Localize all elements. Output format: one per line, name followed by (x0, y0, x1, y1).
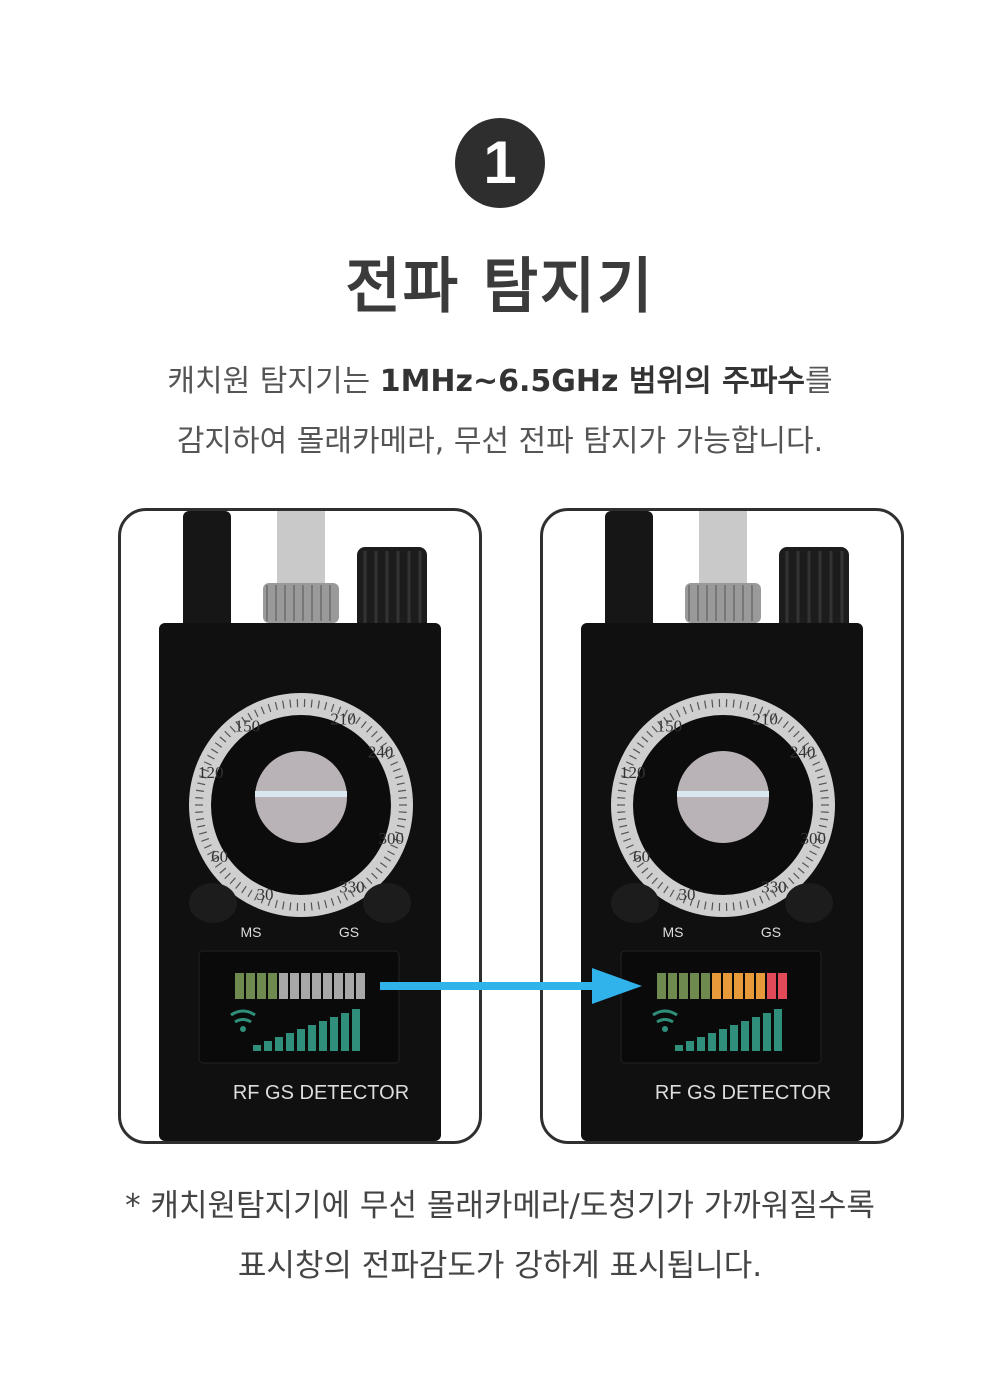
note-line-1: * 캐치원탐지기에 무선 몰래카메라/도청기가 가까워질수록 (125, 1188, 875, 1224)
signal-bar-segment (734, 973, 743, 999)
signal-bar-segment (723, 973, 732, 999)
note-line-2: 표시창의 전파감도가 강하게 표시됩니다. (237, 1248, 763, 1284)
step-number-badge: 1 (455, 118, 545, 208)
signal-bar-segment (279, 973, 288, 999)
ms-button-label: MS (241, 924, 262, 940)
signal-bar-segment (778, 973, 787, 999)
signal-bar-segment (668, 973, 677, 999)
signal-bar-segment (690, 973, 699, 999)
signal-bar-segment (257, 973, 266, 999)
signal-bar-segment (246, 973, 255, 999)
device-brand-label: RF GS DETECTOR (233, 1082, 409, 1104)
signal-bar-segment (301, 973, 310, 999)
signal-bar-segment (356, 973, 365, 999)
signal-bar-segment (334, 973, 343, 999)
dial-number: 240 (790, 742, 816, 761)
gs-button-label: GS (339, 924, 359, 940)
signal-bar-segment (745, 973, 754, 999)
signal-bar-segment (657, 973, 666, 999)
dial-number: 120 (198, 763, 224, 782)
dial-number: 120 (620, 763, 646, 782)
dial-number: 210 (752, 710, 778, 729)
description-line-1: 캐치원 탐지기는 1MHz~6.5GHz 범위의 주파수를 (167, 364, 833, 399)
dial-number: 210 (330, 710, 356, 729)
signal-bar-segment (756, 973, 765, 999)
dial-number: 30 (257, 885, 274, 904)
dial-number: 60 (633, 847, 650, 866)
signal-bar-segment (345, 973, 354, 999)
signal-bar-segment (323, 973, 332, 999)
device-brand-label: RF GS DETECTOR (655, 1082, 831, 1104)
dial-number: 60 (211, 847, 228, 866)
dial-number: 300 (378, 829, 404, 848)
signal-bar-segment (312, 973, 321, 999)
signal-bar-segment (679, 973, 688, 999)
ms-button-label: MS (663, 924, 684, 940)
signal-bar-segment (701, 973, 710, 999)
signal-bar-segment (712, 973, 721, 999)
dial-number: 240 (368, 742, 394, 761)
dial-number: 30 (679, 885, 696, 904)
signal-bar-segment (290, 973, 299, 999)
signal-bar-segment (235, 973, 244, 999)
description-line-2: 감지하여 몰래카메라, 무선 전파 탐지가 가능합니다. (176, 424, 824, 459)
signal-bar-segment (268, 973, 277, 999)
arrow-right-icon (380, 968, 642, 1004)
dial-number: 330 (761, 877, 787, 896)
dial-number: 150 (657, 716, 683, 735)
signal-bar-segment (767, 973, 776, 999)
dial-number: 150 (235, 716, 261, 735)
page-title: 전파 탐지기 (345, 252, 655, 322)
dial-number: 300 (800, 829, 826, 848)
dial-number: 330 (339, 877, 365, 896)
gs-button-label: GS (761, 924, 781, 940)
